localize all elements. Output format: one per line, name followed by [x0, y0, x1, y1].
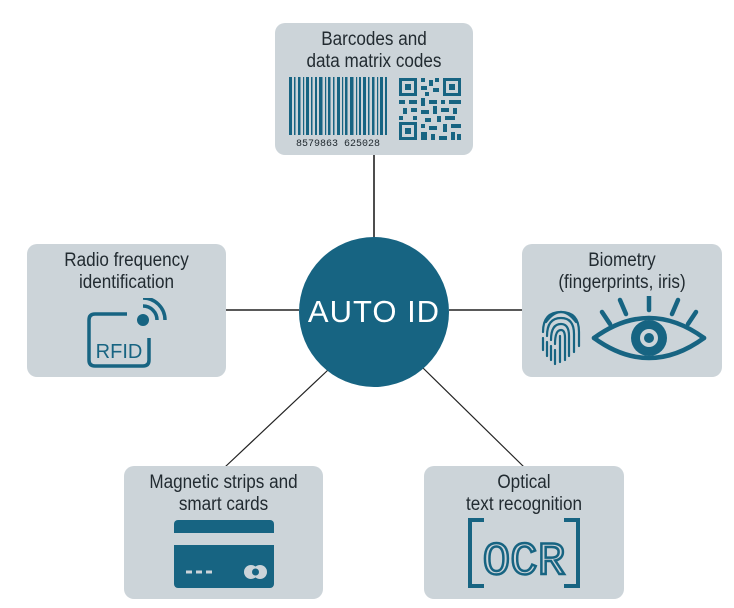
ocr-label: OCR [483, 536, 566, 588]
node-barcodes-title: Barcodes and data matrix codes [285, 29, 463, 73]
node-barcodes: Barcodes and data matrix codes 8579863 6… [275, 23, 473, 155]
node-barcodes-title-line2: data matrix codes [306, 51, 442, 72]
node-ocr-title-line1: Optical [497, 472, 551, 493]
node-magnetic: Magnetic strips and smart cards [124, 466, 323, 599]
ocr-icon: OCR [468, 518, 580, 588]
node-ocr-title: Optical text recognition [434, 472, 614, 516]
node-rfid-title-line2: identification [78, 272, 175, 293]
node-ocr: Optical text recognition OCR [424, 466, 624, 599]
node-biometry-title-line2: (fingerprints, iris) [558, 272, 686, 293]
data-matrix-icon [399, 78, 461, 140]
node-rfid-title-line1: Radio frequency [64, 250, 189, 271]
eye-icon [591, 296, 707, 361]
node-rfid: Radio frequency identification RFID [27, 244, 226, 377]
rfid-tag-label: RFID [96, 341, 143, 363]
node-ocr-title-line2: text recognition [466, 494, 582, 515]
node-biometry-title: Biometry (fingerprints, iris) [532, 250, 712, 294]
node-biometry-title-line1: Biometry [588, 250, 656, 271]
center-label: AUTO ID [307, 294, 441, 329]
barcode-icon: 8579863 625028 [289, 77, 387, 149]
node-magnetic-title-line1: Magnetic strips and [149, 472, 298, 493]
connector-bottom-right [422, 367, 525, 468]
node-magnetic-title-line2: smart cards [178, 494, 269, 515]
barcode-number: 8579863 625028 [296, 139, 380, 149]
center-node: AUTO ID [299, 237, 449, 387]
smart-card-icon [174, 520, 274, 588]
fingerprint-icon [541, 310, 581, 366]
node-barcodes-title-line1: Barcodes and [321, 29, 427, 50]
node-magnetic-title: Magnetic strips and smart cards [134, 472, 313, 516]
connector-bottom-left [224, 369, 329, 468]
node-rfid-title: Radio frequency identification [37, 250, 216, 294]
rfid-tag-icon: RFID [87, 298, 167, 368]
node-biometry: Biometry (fingerprints, iris) [522, 244, 722, 377]
